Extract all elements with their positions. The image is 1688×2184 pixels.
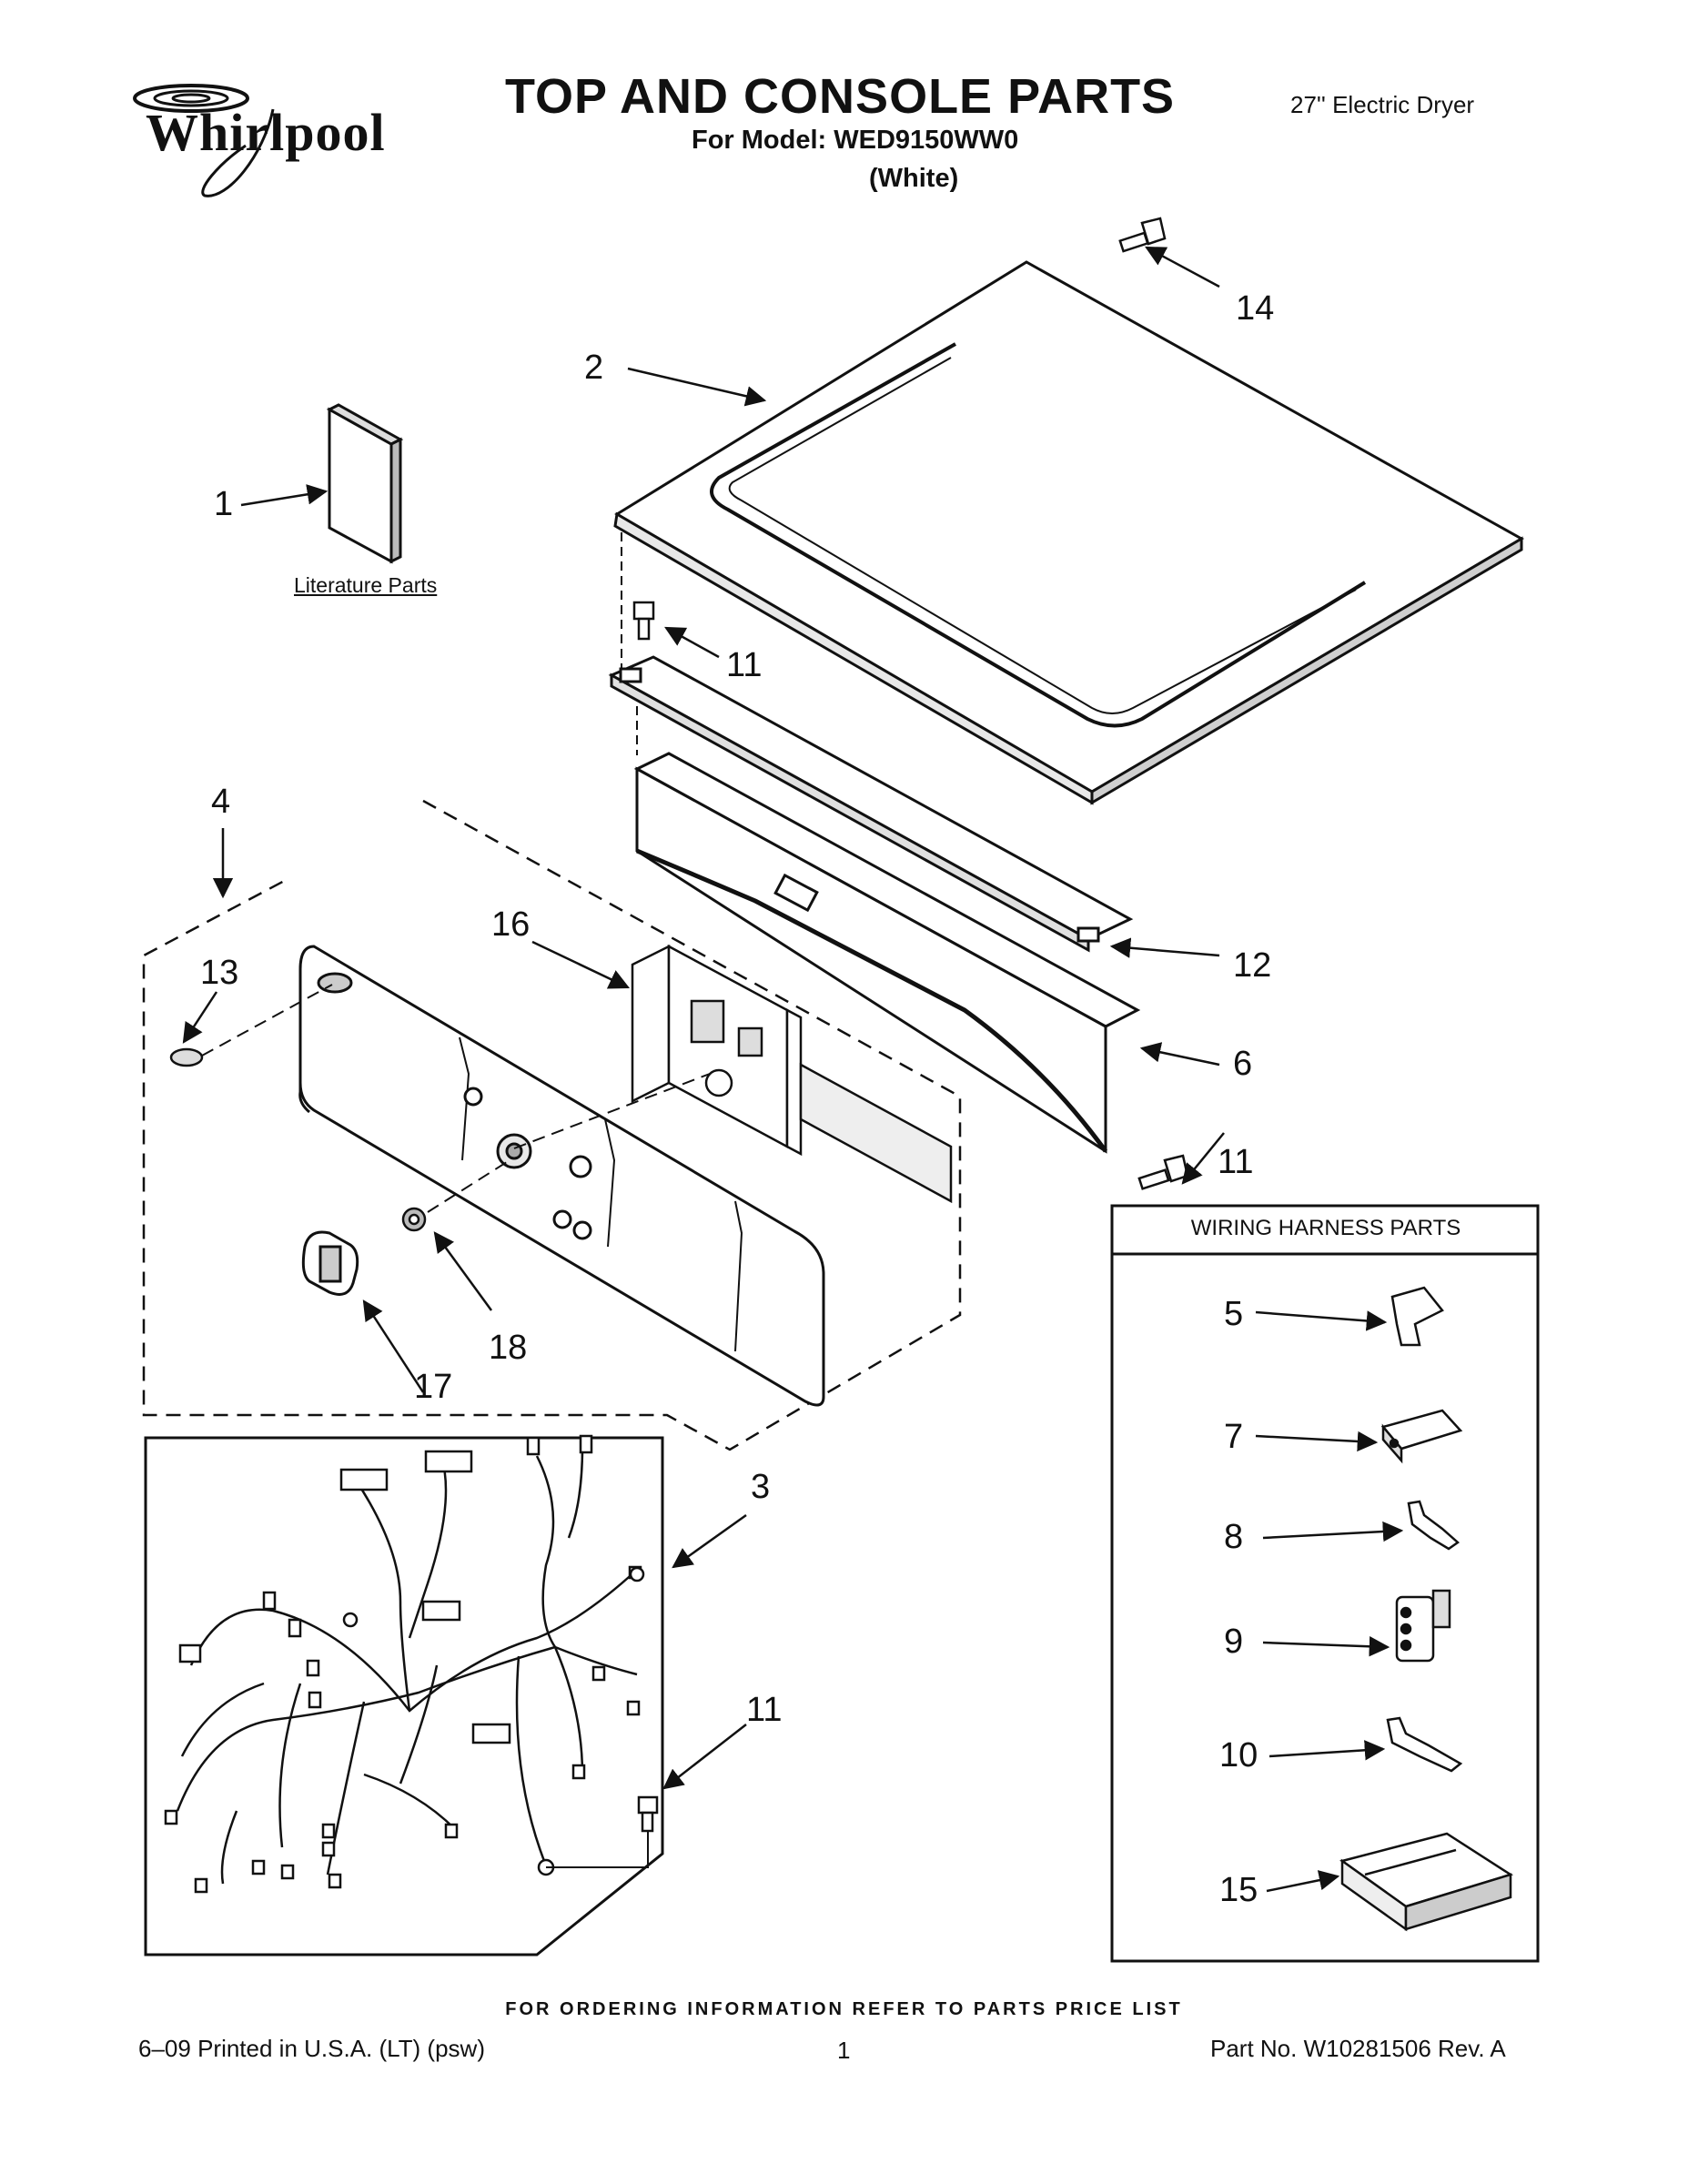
- knob-icon: [301, 1230, 359, 1296]
- callout-8: 8: [1224, 1518, 1244, 1556]
- print-info: 6–09 Printed in U.S.A. (LT) (psw): [138, 2035, 485, 2062]
- page-number: 1: [837, 2037, 851, 2064]
- callout-2: 2: [584, 349, 604, 387]
- wiring-harness-parts-box: [1110, 1204, 1540, 1963]
- console-bracket-icon: [633, 752, 1141, 1154]
- screw-icon: [1137, 1154, 1189, 1190]
- callout-11-right: 11: [1218, 1143, 1254, 1181]
- whirlpool-logo-icon: [133, 84, 275, 197]
- connector-housing-icon: [1380, 1409, 1463, 1464]
- wiring-harness-frame: [144, 1436, 664, 1956]
- literature-booklet-icon: [326, 403, 404, 564]
- callout-13: 13: [200, 954, 239, 992]
- callout-17: 17: [414, 1368, 453, 1406]
- callout-15: 15: [1219, 1871, 1258, 1909]
- callout-11-upper: 11: [726, 646, 763, 684]
- terminal-icon: [1386, 1716, 1463, 1773]
- screw-icon: [1118, 217, 1167, 253]
- screw-icon: [632, 601, 655, 641]
- terminal-icon: [1407, 1500, 1461, 1551]
- callout-1: 1: [214, 485, 234, 523]
- callout-5: 5: [1224, 1295, 1244, 1333]
- page-title: TOP AND CONSOLE PARTS: [505, 69, 1176, 124]
- control-board-icon: [631, 944, 953, 1204]
- screw-icon: [637, 1795, 659, 1833]
- nut-icon: [401, 1207, 427, 1232]
- model-number: For Model: WED9150WW0: [692, 126, 1019, 155]
- console-assembly-boundary: [142, 799, 962, 1451]
- part-number: Part No. W10281506 Rev. A: [1210, 2035, 1506, 2062]
- brand-logo: Whirlpool: [146, 103, 386, 162]
- callout-11-lower: 11: [746, 1691, 783, 1729]
- callout-12: 12: [1233, 946, 1272, 985]
- callout-18: 18: [489, 1329, 528, 1367]
- console-panel-icon: [298, 945, 825, 1407]
- callout-4: 4: [211, 783, 231, 821]
- callout-7: 7: [1224, 1418, 1244, 1456]
- callout-6: 6: [1233, 1045, 1253, 1083]
- connector-block-icon: [1339, 1832, 1513, 1932]
- callout-3: 3: [751, 1468, 771, 1506]
- callout-9: 9: [1224, 1623, 1244, 1661]
- top-bracket-icon: [608, 655, 1134, 953]
- wiring-harness-icon: [164, 1434, 645, 1894]
- callout-14: 14: [1236, 289, 1275, 328]
- connector-plug-icon: [1395, 1589, 1451, 1663]
- callout-16: 16: [491, 905, 531, 944]
- model-color: (White): [869, 164, 959, 193]
- harness-clip-icon: [1390, 1286, 1444, 1347]
- wiring-harness-title: WIRING HARNESS PARTS: [1190, 1216, 1461, 1240]
- ordering-info: FOR ORDERING INFORMATION REFER TO PARTS …: [505, 1999, 1183, 2019]
- console-badge-icon: [169, 1047, 204, 1067]
- top-panel-icon: [613, 260, 1525, 805]
- callout-10: 10: [1219, 1736, 1258, 1774]
- product-type: 27'' Electric Dryer: [1290, 91, 1475, 118]
- literature-parts-label: Literature Parts: [294, 573, 438, 597]
